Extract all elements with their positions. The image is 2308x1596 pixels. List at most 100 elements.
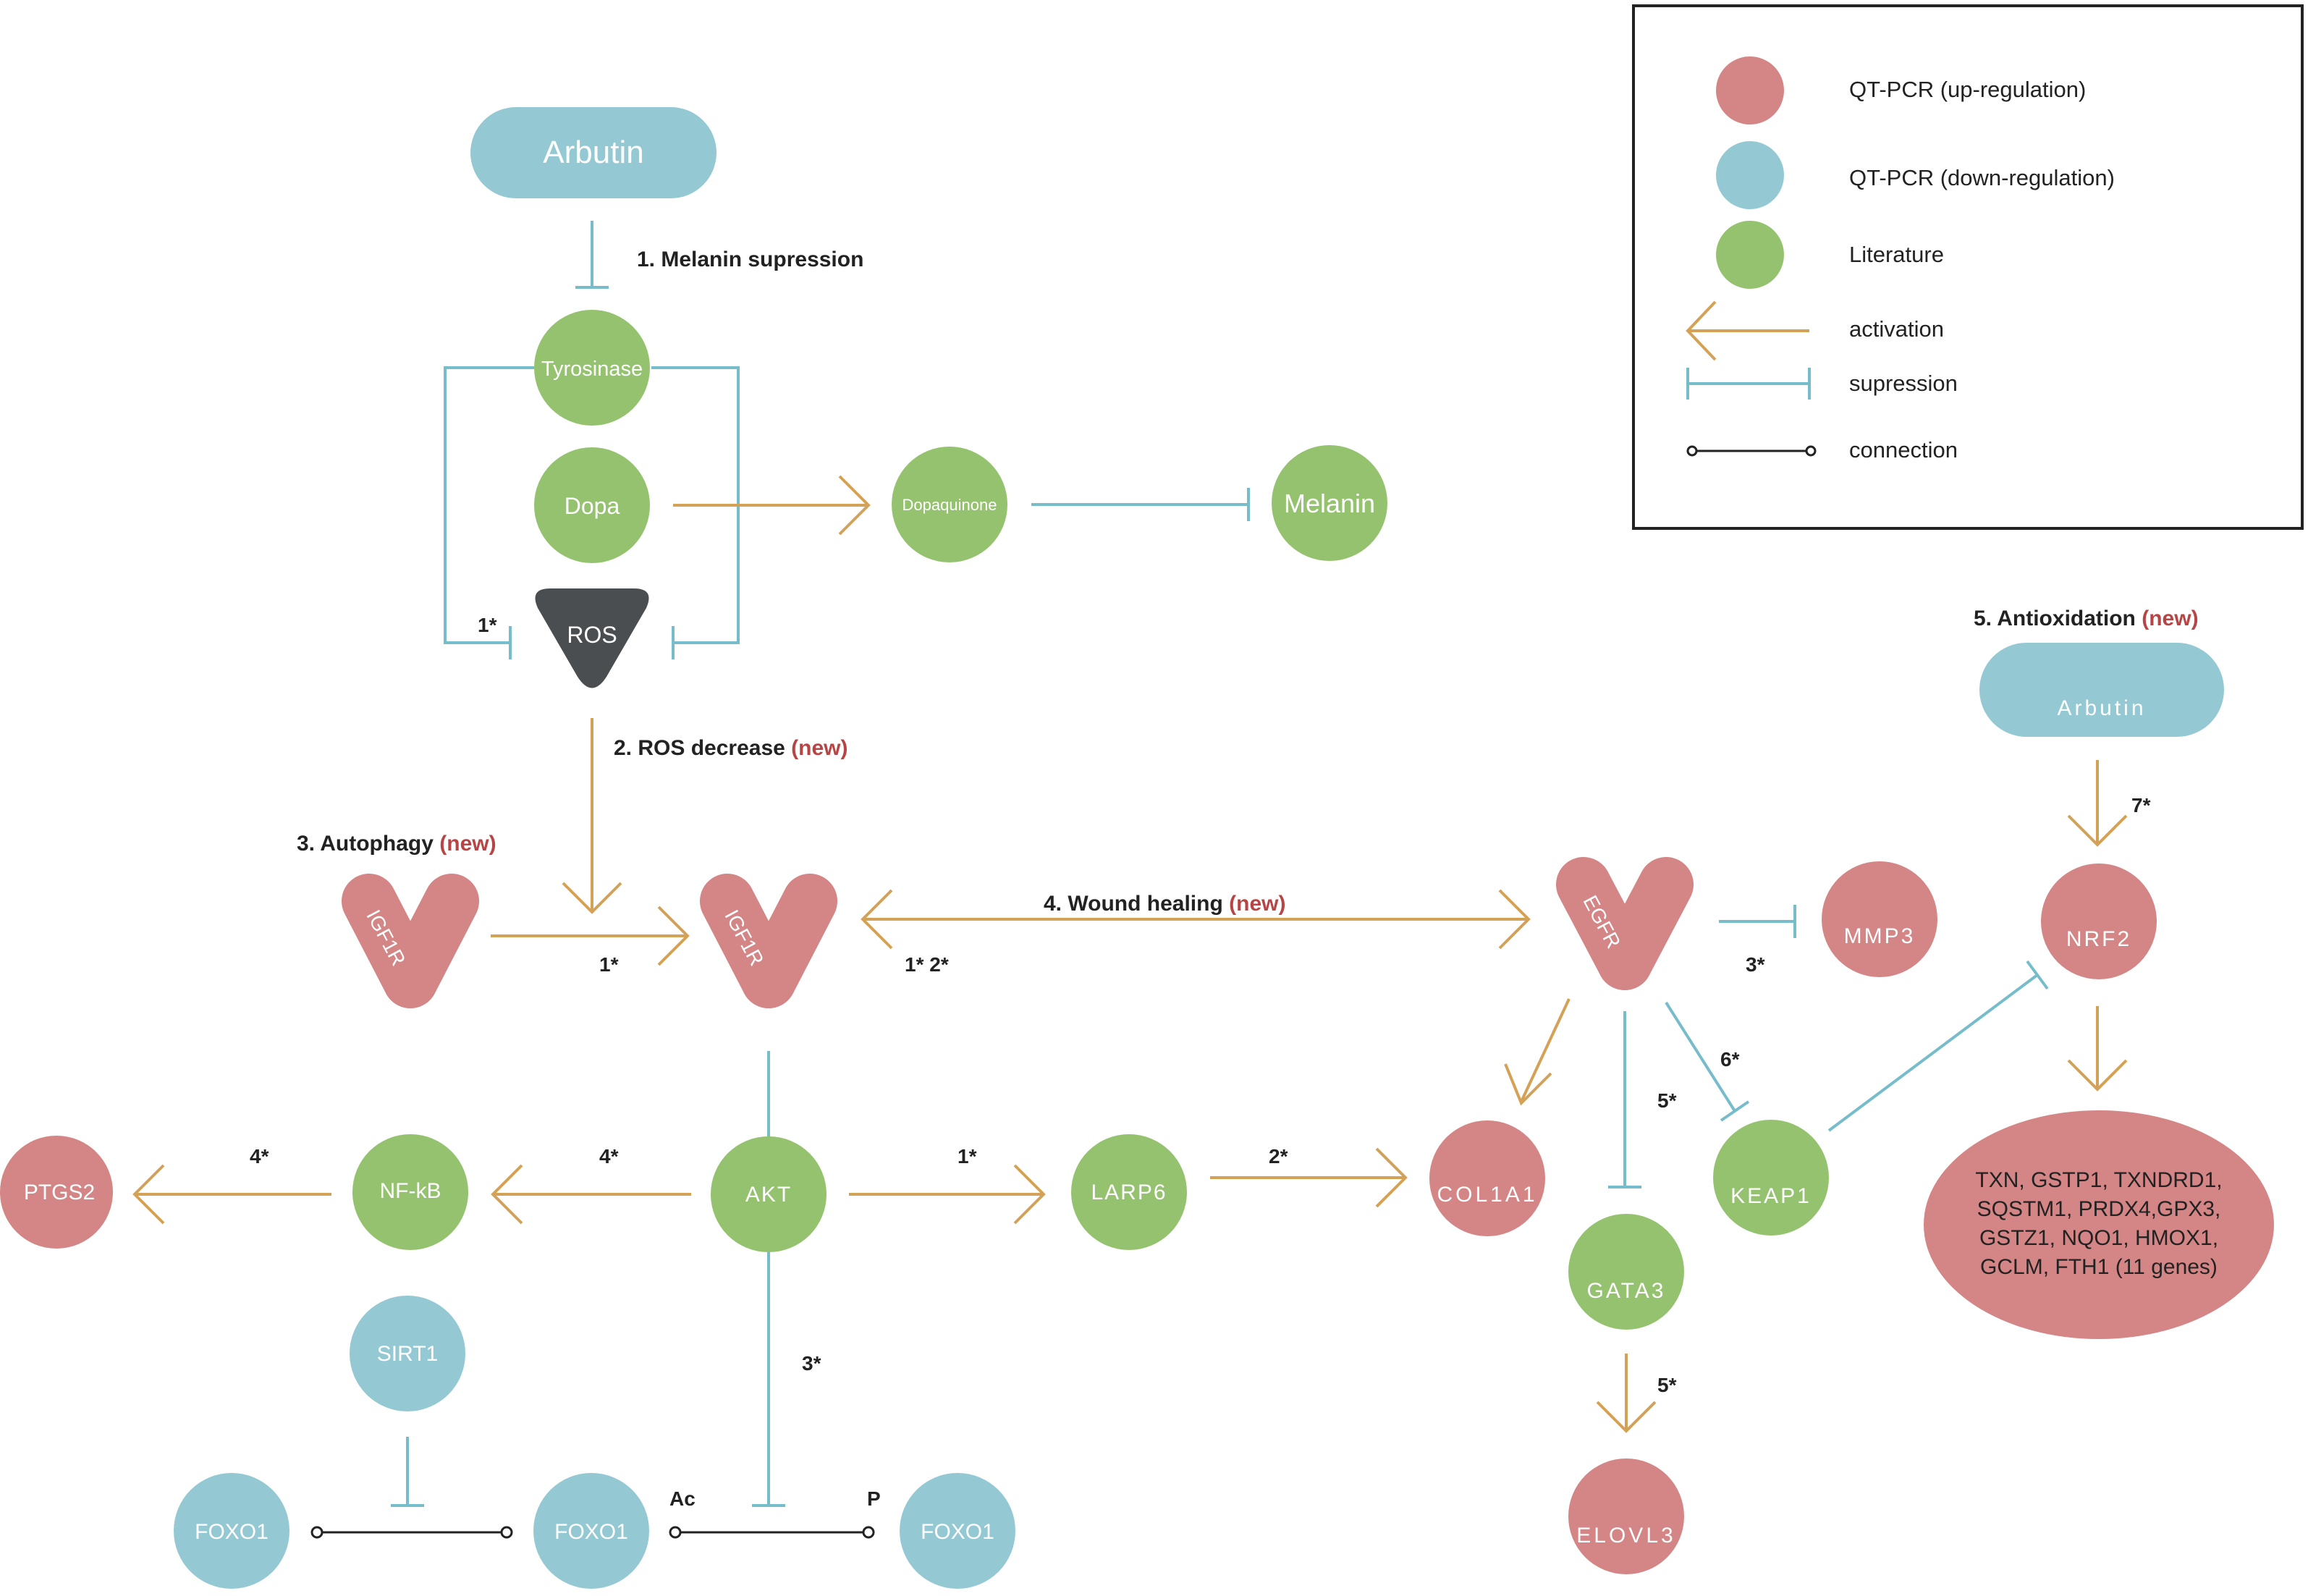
mark-acetylation: Ac <box>669 1487 696 1510</box>
node-egfr: EGFR <box>1556 857 1694 990</box>
ref-gata3-elovl3: 5* <box>1657 1374 1677 1396</box>
node-arbutin-right-label: Arbutin <box>2057 696 2146 720</box>
node-melanin-label: Melanin <box>1284 489 1375 518</box>
edge-gata3-elovl3-head <box>1596 1401 1657 1433</box>
legend-up-swatch <box>1716 56 1784 124</box>
connection-foxo1-left-mid-end2 <box>500 1526 513 1539</box>
node-tyrosinase <box>534 310 650 426</box>
section-5-heading: 5. Antioxidation (new) <box>1974 607 2199 630</box>
node-arbutin-right <box>1979 643 2224 737</box>
node-igf1r-left-arm-b <box>383 874 479 1008</box>
legend-literature-swatch <box>1716 221 1784 289</box>
node-dopa-label: Dopa <box>565 493 620 519</box>
edge-igf1r-egfr-head-right <box>1498 889 1531 950</box>
node-keap1 <box>1713 1120 1829 1236</box>
edge-arbutin-nrf2-head <box>2067 814 2128 847</box>
node-foxo1-right-label: FOXO1 <box>921 1520 994 1544</box>
legend-activation-arrowhead <box>1686 300 1717 361</box>
node-nrf2-label: NRF2 <box>2066 927 2131 951</box>
ref-egfr-keap1: 6* <box>1720 1048 1740 1071</box>
node-foxo1-left <box>174 1473 289 1589</box>
legend-activation-label: activation <box>1849 316 1944 342</box>
node-larp6 <box>1071 1134 1187 1250</box>
node-dopaquinone-label: Dopaquinone <box>903 496 997 514</box>
node-col1a1-label: COL1A1 <box>1437 1183 1537 1207</box>
node-gata3 <box>1568 1214 1684 1330</box>
node-igf1r-center-arm-b <box>741 874 837 1008</box>
node-foxo1-left-label: FOXO1 <box>195 1520 269 1544</box>
ref-akt-nfkb: 4* <box>599 1145 619 1168</box>
connection-foxo1-mid-right-end2 <box>862 1526 875 1539</box>
node-genes-line-2: SQSTM1, PRDX4,GPX3, <box>1977 1197 2221 1221</box>
legend-connection-end-left <box>1686 445 1698 457</box>
node-keap1-label: KEAP1 <box>1730 1184 1812 1208</box>
edge-larp6-col1a1-head <box>1375 1147 1408 1208</box>
node-igf1r-center: IGF1R <box>700 874 837 1008</box>
ref-larp6-col1a1: 2* <box>1269 1145 1288 1168</box>
node-ptgs2 <box>0 1136 113 1249</box>
node-foxo1-mid-label: FOXO1 <box>554 1520 628 1544</box>
node-sirt1-label: SIRT1 <box>377 1342 438 1366</box>
edge-egfr-col1a1-head <box>1504 1063 1552 1106</box>
node-melanin <box>1272 445 1387 561</box>
node-igf1r-left: IGF1R <box>342 874 479 1008</box>
section-2-heading: 2. ROS decrease (new) <box>614 736 847 760</box>
node-nfkb <box>352 1134 468 1250</box>
legend-connection-label: connection <box>1849 437 1958 463</box>
node-elovl3 <box>1568 1458 1684 1574</box>
section-1-heading: 1. Melanin supression <box>637 248 863 271</box>
node-mmp3-label: MMP3 <box>1844 924 1916 948</box>
node-foxo1-mid <box>533 1473 649 1589</box>
legend-suppression-label: supression <box>1849 371 1958 396</box>
edge-keap1-nrf2 <box>1827 974 2039 1132</box>
section-3-heading: 3. Autophagy (new) <box>297 832 496 856</box>
legend-connection-end-right <box>1805 445 1817 457</box>
edge-nrf2-genes-head <box>2067 1059 2128 1092</box>
mark-phosphorylation: P <box>867 1487 881 1510</box>
node-arbutin-top <box>470 107 717 198</box>
node-ros <box>535 588 649 688</box>
node-gata3-label: GATA3 <box>1587 1279 1666 1303</box>
node-dopaquinone <box>892 447 1007 562</box>
node-ros-label: ROS <box>567 622 617 648</box>
legend: QT-PCR (up-regulation) QT-PCR (down-regu… <box>1632 4 2304 530</box>
node-mmp3 <box>1822 861 1937 977</box>
legend-down-label: QT-PCR (down-regulation) <box>1849 165 2115 190</box>
ref-ros-left: 1* <box>478 614 497 636</box>
node-larp6-label: LARP6 <box>1091 1181 1167 1204</box>
edge-egfr-keap1 <box>1665 1001 1736 1112</box>
node-tyrosinase-label: Tyrosinase <box>541 358 643 381</box>
edge-egfr-keap1-bar <box>1720 1100 1750 1122</box>
node-genes-line-4: GCLM, FTH1 (11 genes) <box>1980 1255 2218 1279</box>
legend-up-label: QT-PCR (up-regulation) <box>1849 77 2086 102</box>
section-4-heading: 4. Wound healing (new) <box>1044 892 1285 916</box>
edge-igf1r-igf1r-head <box>657 905 690 966</box>
edge-igf1r-egfr-head-left <box>861 889 893 950</box>
ref-nfkb-ptgs2: 4* <box>250 1145 269 1168</box>
ref-akt-larp6: 1* <box>958 1145 977 1168</box>
node-ptgs2-label: PTGS2 <box>24 1181 95 1204</box>
ref-arbutin-nrf2: 7* <box>2131 794 2151 816</box>
node-arbutin-top-label: Arbutin <box>543 135 643 170</box>
node-akt <box>711 1136 827 1252</box>
ref-wound-healing: 1* 2* <box>905 953 949 976</box>
node-akt-label: AKT <box>745 1183 792 1207</box>
edge-nfkb-ptgs2-head <box>132 1164 165 1225</box>
node-elovl3-label: ELOVL3 <box>1576 1524 1675 1548</box>
node-col1a1 <box>1429 1120 1545 1236</box>
connection-foxo1-mid-right-end1 <box>669 1526 682 1539</box>
node-nrf2-target-genes <box>1924 1110 2274 1339</box>
ref-egfr-mmp3: 3* <box>1746 953 1765 976</box>
node-dopa <box>534 447 650 563</box>
edge-tyrosinase-ros-left <box>444 366 534 644</box>
node-foxo1-right <box>900 1473 1015 1589</box>
edge-egfr-col1a1 <box>1520 998 1571 1102</box>
node-egfr-arm-b <box>1597 857 1694 990</box>
edge-akt-larp6-head <box>1013 1164 1046 1225</box>
ref-igf1r-to-igf1r: 1* <box>599 953 619 976</box>
node-nfkb-label: NF-kB <box>380 1179 441 1203</box>
ref-akt-foxo1: 3* <box>802 1352 821 1375</box>
connection-foxo1-left-mid-end1 <box>310 1526 324 1539</box>
